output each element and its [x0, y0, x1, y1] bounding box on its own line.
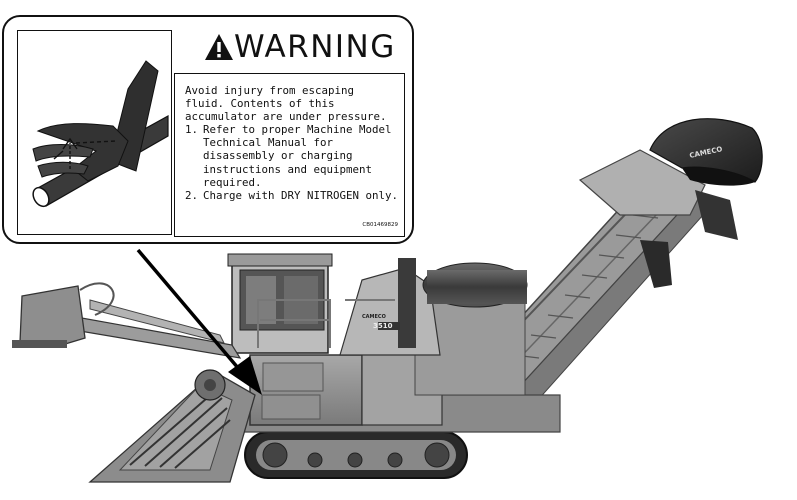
step-text: Charge with DRY NITROGEN only. — [203, 188, 399, 202]
warning-header: WARNING — [204, 27, 396, 67]
harvester-body: CAMECO 3510 — [211, 253, 561, 433]
step-number: 1. — [185, 123, 199, 137]
hand-icon — [32, 60, 159, 182]
warning-decal: WARNING Avoid injury from escaping fluid… — [2, 15, 414, 244]
warning-triangle-icon — [205, 34, 233, 60]
step-number: 2. — [185, 188, 199, 202]
warning-steps: 1. Refer to proper Machine Model Technic… — [185, 123, 398, 202]
model-badge-text: 3510 — [373, 322, 393, 330]
warning-title: WARNING — [234, 29, 396, 65]
hand-injection-pictogram — [17, 30, 172, 235]
warning-step: 1. Refer to proper Machine Model Technic… — [185, 123, 398, 188]
part-number: CB01469829 — [362, 221, 398, 228]
body-brand-text: CAMECO — [362, 314, 386, 320]
warning-text-panel: Avoid injury from escaping fluid. Conten… — [174, 73, 405, 237]
front-crop-divider — [88, 369, 256, 483]
crawler-track — [244, 431, 468, 479]
warning-intro: Avoid injury from escaping fluid. Conten… — [185, 84, 387, 124]
topper-arm — [12, 282, 242, 359]
discharge-hood: CAMECO — [649, 118, 763, 186]
fluid-jet-icon — [53, 137, 117, 169]
warning-step: 2. Charge with DRY NITROGEN only. — [185, 189, 398, 202]
pictogram-graphic — [32, 60, 169, 208]
step-text: Refer to proper Machine Model Technical … — [203, 123, 392, 189]
